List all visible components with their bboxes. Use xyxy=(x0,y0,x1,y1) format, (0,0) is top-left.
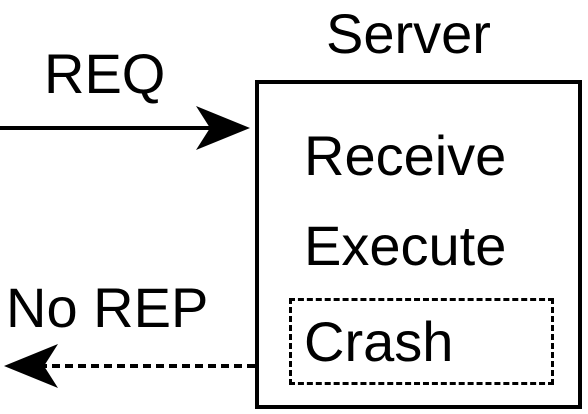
server-box xyxy=(255,80,582,409)
request-arrow-head xyxy=(196,106,250,150)
no-response-label: No REP xyxy=(6,276,209,339)
step-crash: Crash xyxy=(304,310,454,373)
request-label: REQ xyxy=(44,42,166,105)
step-execute: Execute xyxy=(304,214,507,277)
step-receive: Receive xyxy=(304,124,507,187)
server-title: Server xyxy=(326,2,491,65)
crash-box xyxy=(289,298,554,385)
response-arrow-head xyxy=(4,344,58,388)
